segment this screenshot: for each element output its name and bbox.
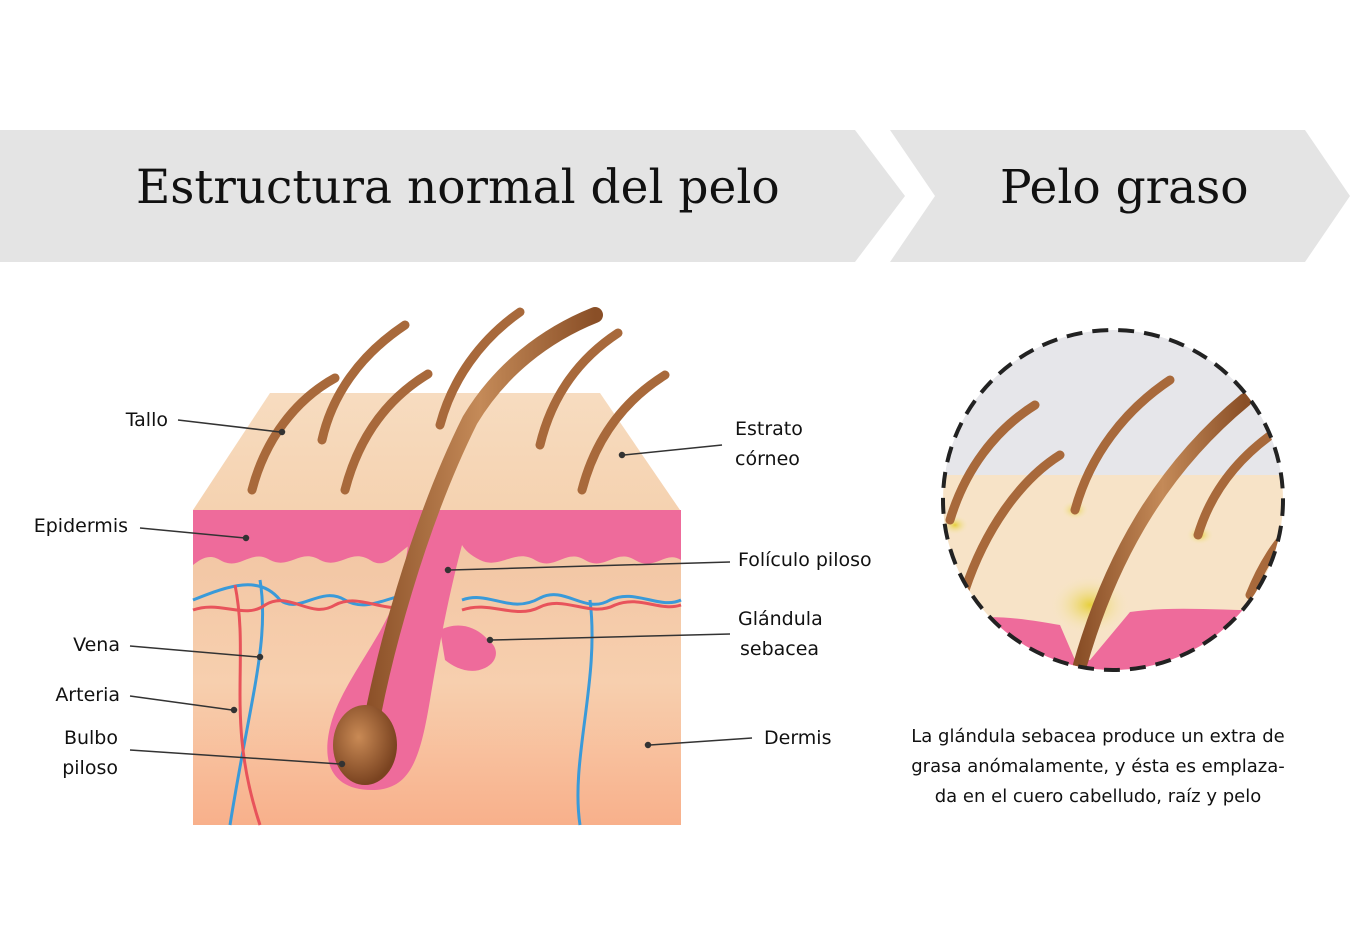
label-tallo: Tallo bbox=[125, 409, 168, 431]
left-banner-arrow bbox=[0, 130, 905, 262]
vein-vertical bbox=[228, 579, 265, 826]
vein-vessel-right bbox=[461, 593, 682, 606]
zoom-circle-border bbox=[941, 328, 1285, 672]
epidermis-layer-right bbox=[462, 510, 681, 564]
label-bulbo-line1: Bulbo bbox=[63, 727, 118, 749]
label-epidermis: Epidermis bbox=[33, 515, 128, 537]
oily-hair-zoom bbox=[943, 330, 1283, 670]
label-estrato-line1: Estrato bbox=[735, 418, 803, 440]
label-vena: Vena bbox=[73, 634, 120, 656]
vein-vertical-right bbox=[576, 599, 594, 826]
title-oily-hair: Pelo graso bbox=[1000, 160, 1249, 215]
caption-line2: grasa anómalamente, y ésta es emplaza- bbox=[911, 756, 1285, 777]
epidermis-layer bbox=[193, 510, 410, 565]
label-arteria: Arteria bbox=[55, 684, 120, 706]
right-banner-arrow bbox=[890, 130, 1350, 262]
caption-line1: La glándula sebacea produce un extra de bbox=[911, 726, 1285, 747]
label-glandula-line1: Glándula bbox=[738, 608, 823, 630]
main-hair-shaft bbox=[357, 307, 603, 768]
label-bulbo-line2: piloso bbox=[62, 757, 118, 779]
artery-vessel bbox=[192, 599, 411, 613]
stratum-corneum-surface bbox=[193, 393, 680, 510]
label-estrato-line2: córneo bbox=[735, 448, 800, 470]
hair-bulb bbox=[333, 705, 397, 785]
artery-vessel-right bbox=[461, 600, 682, 613]
title-normal-structure: Estructura normal del pelo bbox=[136, 160, 780, 215]
label-dermis: Dermis bbox=[764, 727, 832, 749]
oily-hair-caption: La glándula sebacea produce un extra de … bbox=[880, 722, 1316, 812]
label-glandula-line2: sebacea bbox=[740, 638, 820, 660]
label-foliculo: Folículo piloso bbox=[738, 549, 872, 571]
artery-vertical bbox=[233, 584, 262, 826]
sebaceous-gland bbox=[440, 625, 496, 671]
caption-line3: da en el cuero cabelludo, raíz y pelo bbox=[934, 786, 1262, 807]
vein-vessel bbox=[192, 583, 411, 607]
